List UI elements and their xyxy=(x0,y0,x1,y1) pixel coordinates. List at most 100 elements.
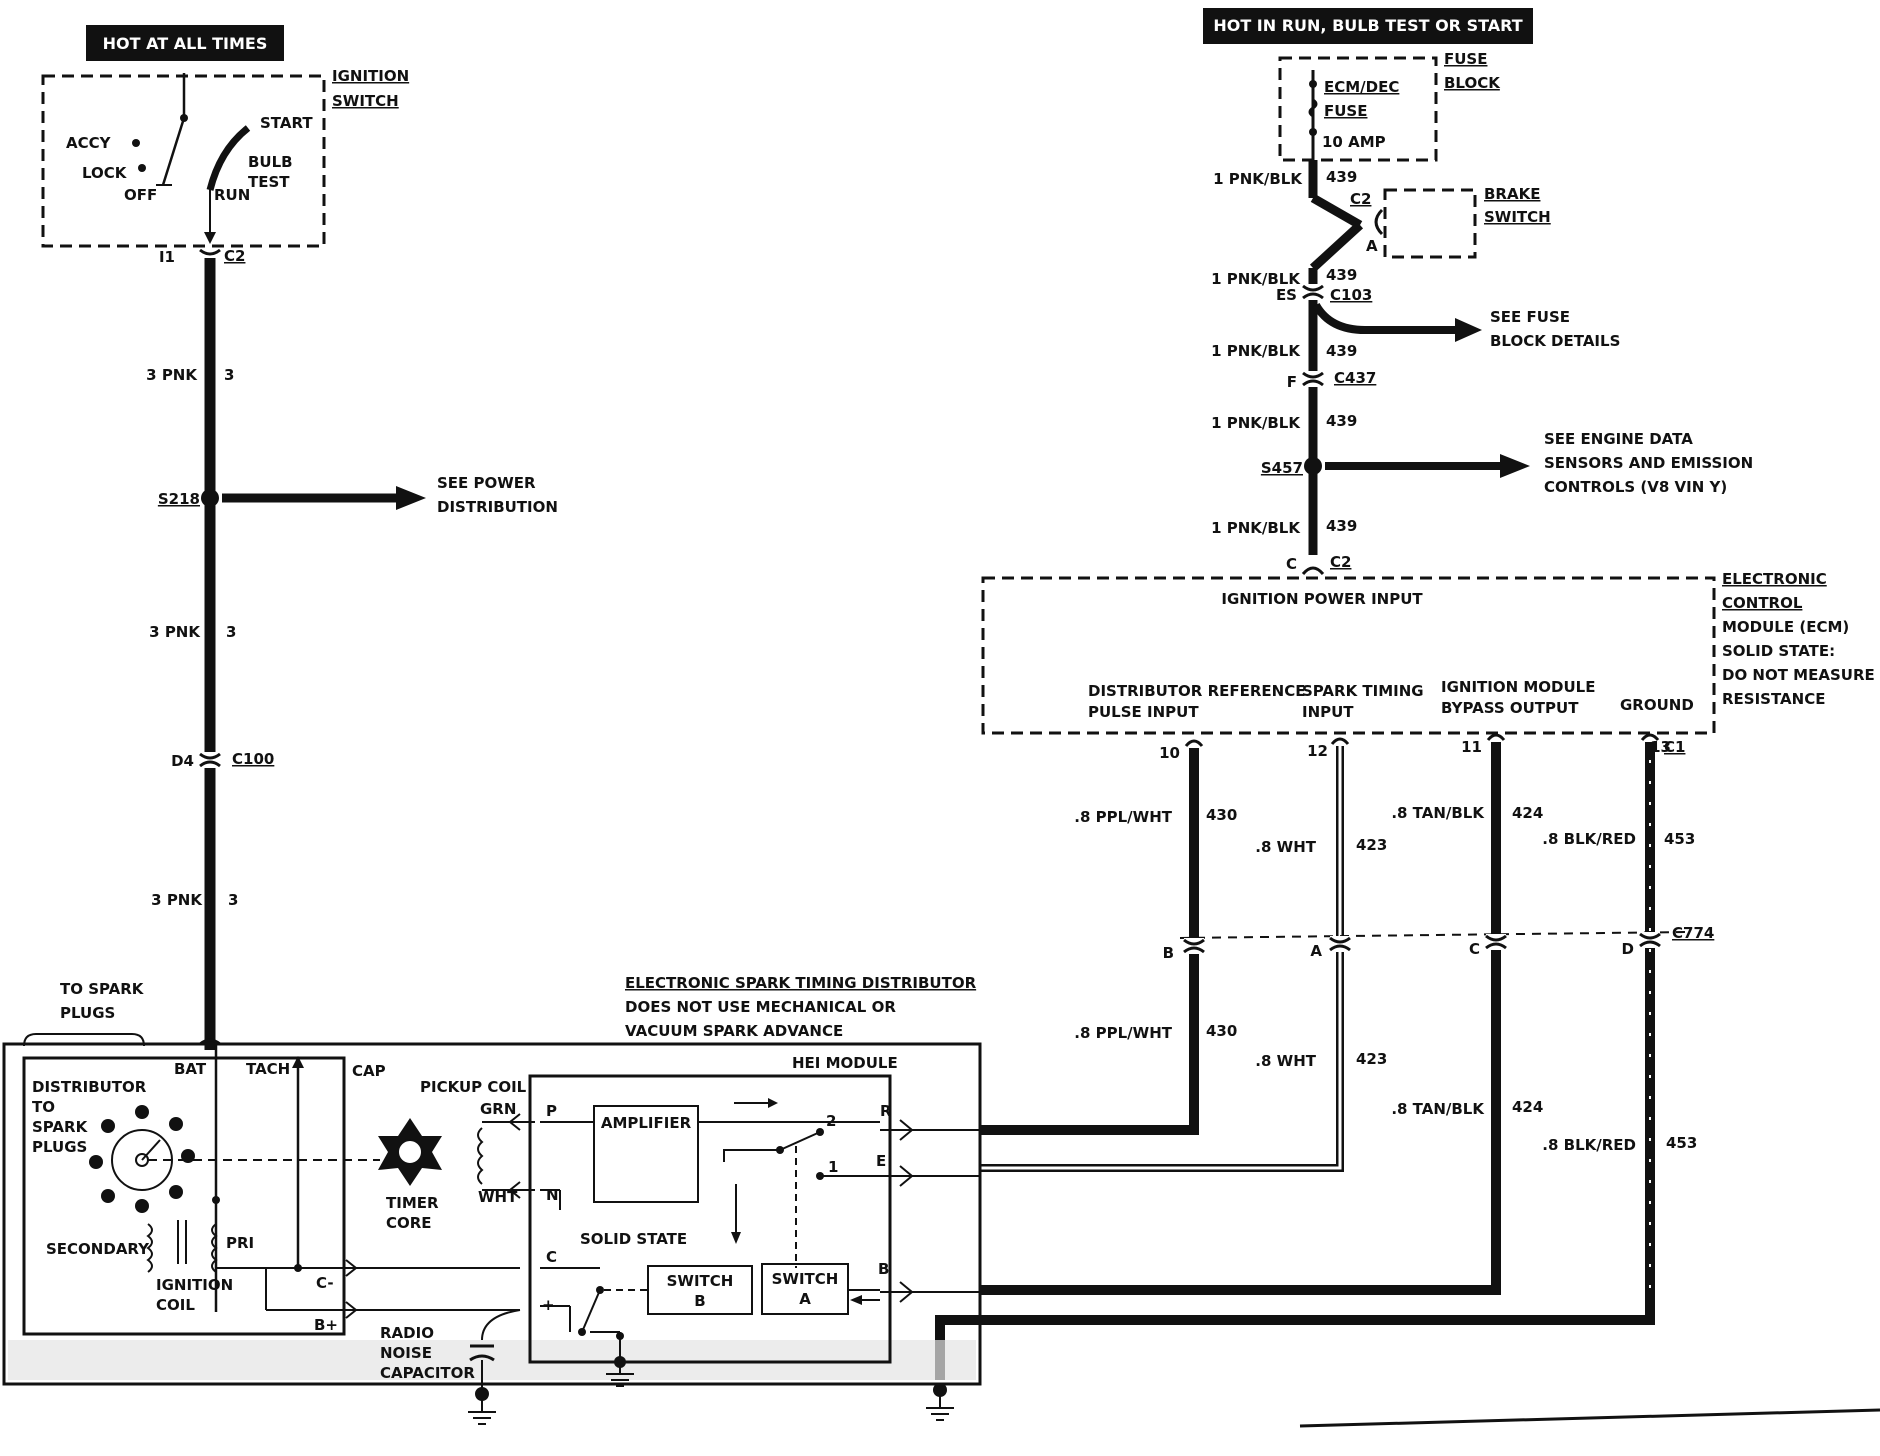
wire-label-3: 3 PNK xyxy=(151,891,203,909)
ecm-title-2: CONTROL xyxy=(1722,594,1803,612)
engine-note-1: SEE ENGINE DATA xyxy=(1544,430,1693,448)
switch-b-2: B xyxy=(694,1292,705,1310)
ecm-input-2-l2: INPUT xyxy=(1302,703,1354,721)
pickup-grn: GRN xyxy=(480,1100,516,1118)
feed-label-4: 1 PNK/BLK xyxy=(1211,414,1301,432)
feed-circuit-1: 439 xyxy=(1326,168,1357,186)
solid-state-label: SOLID STATE xyxy=(580,1230,687,1248)
brake-pin-a: A xyxy=(1366,237,1378,255)
pos-run: RUN xyxy=(214,186,250,204)
wire-430b-label: .8 PPL/WHT xyxy=(1074,1024,1172,1042)
ecm-pin-11: 11 xyxy=(1461,738,1482,756)
conn-c774: C774 xyxy=(1672,924,1714,942)
dist-title: ELECTRONIC SPARK TIMING DISTRIBUTOR xyxy=(625,974,977,992)
c774-pin-c: C xyxy=(1469,940,1480,958)
ecm-conn-c1: C1 xyxy=(1664,738,1685,756)
engine-note-2: SENSORS AND EMISSION xyxy=(1544,454,1753,472)
ecm-power-input: IGNITION POWER INPUT xyxy=(1221,590,1423,608)
wire-423-circuit: 423 xyxy=(1356,836,1387,854)
term-cap: CAP xyxy=(352,1062,386,1080)
wire-423b-circuit: 423 xyxy=(1356,1050,1387,1068)
c774-pin-d: D xyxy=(1622,940,1634,958)
see-power-dist-2: DISTRIBUTION xyxy=(437,498,558,516)
dist-subtitle-2: VACUUM SPARK ADVANCE xyxy=(625,1022,843,1040)
ecm-pin-13: 13 xyxy=(1650,738,1671,756)
pos-off: OFF xyxy=(124,186,157,204)
ecm-input-4-l1: GROUND xyxy=(1620,696,1694,714)
term-c-minus: C- xyxy=(316,1274,334,1292)
hei-term-n: N xyxy=(546,1186,559,1204)
feed-circuit-5: 439 xyxy=(1326,517,1357,535)
term-tach: TACH xyxy=(246,1060,290,1078)
ecm-wires: .8 PPL/WHT 430 .8 WHT 423 .8 TAN/BLK 424… xyxy=(935,742,1714,1380)
coil-label-1: IGNITION xyxy=(156,1276,233,1294)
conn-c103: C103 xyxy=(1330,286,1372,304)
wire-423b-label: .8 WHT xyxy=(1255,1052,1316,1070)
radio-cap-3: CAPACITOR xyxy=(380,1364,475,1382)
ecm-pin-12: 12 xyxy=(1307,742,1328,760)
conn-c100: C100 xyxy=(232,750,274,768)
fuse-details-1: SEE FUSE xyxy=(1490,308,1570,326)
ignition-switch-label-1: IGNITION xyxy=(332,67,409,85)
ignition-switch-label-2: SWITCH xyxy=(332,92,399,110)
dist-subtitle-1: DOES NOT USE MECHANICAL OR xyxy=(625,998,896,1016)
fuse-rating: 10 AMP xyxy=(1322,133,1386,151)
to-spark-2: PLUGS xyxy=(60,1004,115,1022)
ecm-input-3-l1: IGNITION MODULE xyxy=(1441,678,1595,696)
feed-circuit-3: 439 xyxy=(1326,342,1357,360)
pos-accy: ACCY xyxy=(66,134,112,152)
dist-label-4: PLUGS xyxy=(32,1138,87,1156)
hei-term-2: 2 xyxy=(826,1112,836,1130)
fuse-block: FUSE BLOCK ECM/DEC FUSE 10 AMP xyxy=(1278,50,1501,162)
ecm-conn-c2: C2 xyxy=(1330,553,1351,571)
ecm-input-3-l2: BYPASS OUTPUT xyxy=(1441,699,1579,717)
hei-term-p: P xyxy=(546,1102,557,1120)
wire-430-label: .8 PPL/WHT xyxy=(1074,808,1172,826)
feed-circuit-4: 439 xyxy=(1326,412,1357,430)
fuse-block-label-2: BLOCK xyxy=(1444,74,1501,92)
dist-label-3: SPARK xyxy=(32,1118,89,1136)
splice-s457: S457 xyxy=(1261,459,1303,477)
radio-cap-1: RADIO xyxy=(380,1324,434,1342)
ground-icon xyxy=(606,1356,634,1387)
header-text-right: HOT IN RUN, BULB TEST OR START xyxy=(1213,16,1522,35)
hot-at-all-times-header: HOT AT ALL TIMES xyxy=(86,25,284,61)
wire-label-1: 3 PNK xyxy=(146,366,198,384)
switch-a-2: A xyxy=(799,1290,811,1308)
brake-conn-c2: C2 xyxy=(1350,190,1371,208)
wire-430b-circuit: 430 xyxy=(1206,1022,1237,1040)
switch-b-1: SWITCH xyxy=(667,1272,734,1290)
to-spark-1: TO SPARK xyxy=(60,980,145,998)
term-b-plus: B+ xyxy=(314,1316,338,1334)
c774-pin-a: A xyxy=(1310,942,1322,960)
coil-secondary: SECONDARY xyxy=(46,1240,150,1258)
timer-core-icon xyxy=(378,1118,442,1186)
ecm-feed-wire: 1 PNK/BLK 439 C2 A BRAKE SWITCH 1 PNK/BL… xyxy=(1211,160,1753,576)
conn-pin-d4: D4 xyxy=(171,752,194,770)
ecm-note-2: DO NOT MEASURE xyxy=(1722,666,1875,684)
wire-453b-circuit: 453 xyxy=(1666,1134,1697,1152)
wire-424b-label: .8 TAN/BLK xyxy=(1391,1100,1485,1118)
ecm-input-1-l2: PULSE INPUT xyxy=(1088,703,1199,721)
wire-430-circuit: 430 xyxy=(1206,806,1237,824)
pickup-coil-label: PICKUP COIL xyxy=(420,1078,527,1096)
hei-term-r: R xyxy=(880,1102,892,1120)
ecm-input-2-l1: SPARK TIMING xyxy=(1302,682,1424,700)
wire-label-2: 3 PNK xyxy=(149,623,201,641)
coil-label-2: COIL xyxy=(156,1296,195,1314)
hei-term-e: E xyxy=(876,1152,886,1170)
ecm-pin-10: 10 xyxy=(1159,744,1180,762)
switch-a-1: SWITCH xyxy=(772,1270,839,1288)
wire-423-label: .8 WHT xyxy=(1255,838,1316,856)
dist-label-2: TO xyxy=(32,1098,55,1116)
pickup-wht: WHT xyxy=(478,1188,518,1206)
hei-module-label: HEI MODULE xyxy=(792,1054,898,1072)
fuse-block-label-1: FUSE xyxy=(1444,50,1487,68)
hot-in-run-header: HOT IN RUN, BULB TEST OR START xyxy=(1203,8,1533,44)
hei-term-1: 1 xyxy=(828,1158,838,1176)
ignition-switch: IGNITION SWITCH ACCY LOCK OFF RUN START … xyxy=(41,67,409,248)
splice-s218: S218 xyxy=(158,490,200,508)
wire-circuit-1: 3 xyxy=(224,366,234,384)
pos-test: TEST xyxy=(248,173,290,191)
fuse-name-2: FUSE xyxy=(1324,102,1367,120)
